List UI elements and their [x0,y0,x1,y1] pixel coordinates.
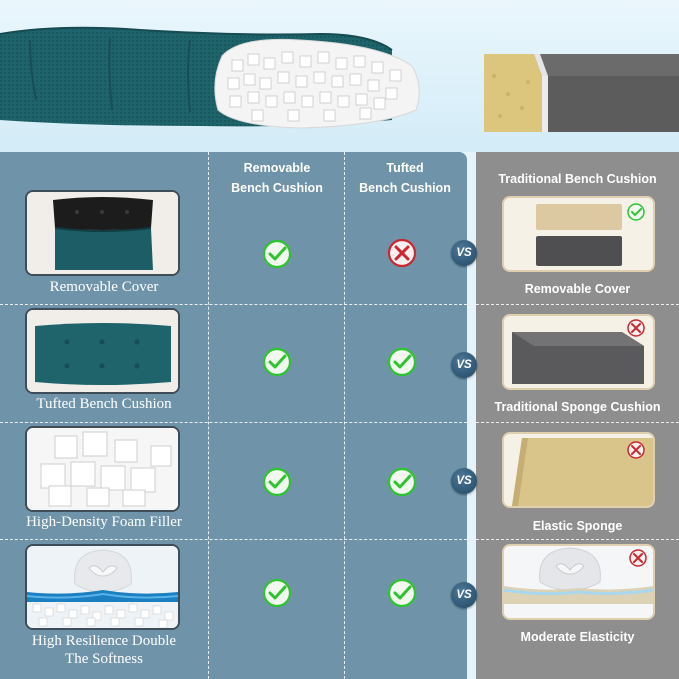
traditional-image-moderate-elasticity [504,546,653,618]
traditional-label: Elastic Sponge [532,519,623,533]
traditional-image-elastic-sponge [504,434,653,506]
column-divider [208,152,209,679]
traditional-image-sponge-cushion [504,316,653,388]
feature-image-foam-filler [27,428,178,510]
traditional-label: Traditional Sponge Cushion [494,400,661,414]
feature-label: High Resilience Double The Softness [0,632,208,668]
feature-label: Tufted Bench Cushion [36,396,172,412]
hero-cushion-image [0,26,420,129]
check-circle-icon [387,467,417,497]
check-circle-icon [262,347,292,377]
traditional-image-removable-cover [504,198,653,270]
vs-badge: VS [451,468,477,494]
row-divider [476,422,679,423]
feature-label-line: The Softness [65,651,143,667]
vs-badge: VS [451,582,477,608]
traditional-label: Moderate Elasticity [520,630,635,644]
feature-image-tufted-cushion [27,310,178,392]
row-divider [476,304,679,305]
feature-label: High-Density Foam Filler [26,514,182,530]
row-divider [0,304,467,305]
column-divider [344,152,345,679]
check-circle-icon [387,578,417,608]
feature-label-line: High Resilience Double [31,633,177,649]
vs-badge: VS [451,240,477,266]
feature-label: Removable Cover [49,279,159,295]
check-circle-icon [262,578,292,608]
check-circle-icon [262,239,292,269]
check-circle-icon [387,347,417,377]
feature-image-high-resilience [27,546,178,628]
column-header-traditional: Traditional Bench Cushion [498,172,657,186]
cross-circle-icon [387,238,417,268]
check-circle-icon [262,467,292,497]
row-divider [0,422,467,423]
feature-image-removable-cover [27,192,178,274]
vs-badge: VS [451,352,477,378]
check-circle-icon [627,203,645,221]
row-divider [0,539,467,540]
hero-sponge-block-image [484,54,679,132]
row-divider [476,539,679,540]
traditional-label: Removable Cover [524,282,631,296]
